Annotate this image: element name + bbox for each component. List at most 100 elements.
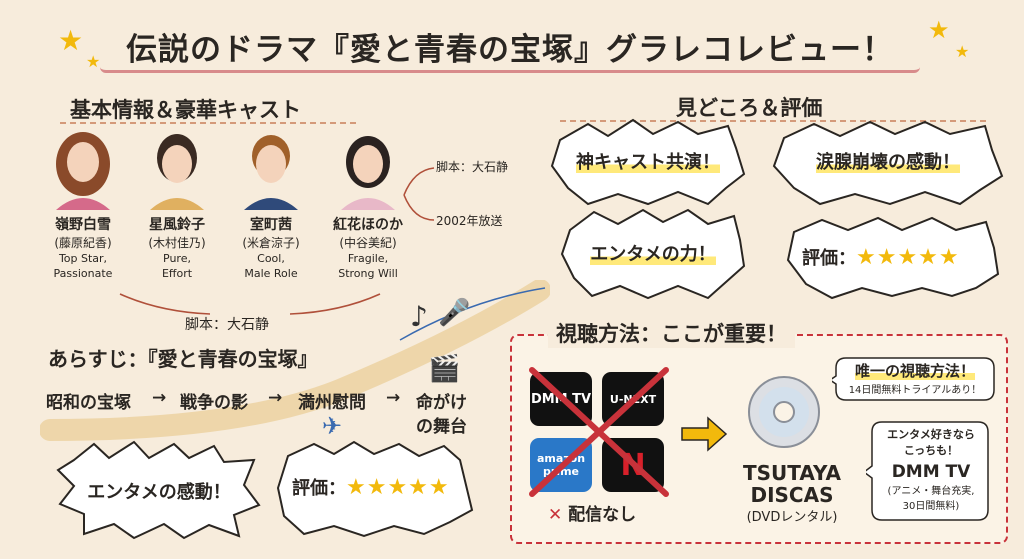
- highlight-text: 神キャスト共演！: [576, 152, 720, 173]
- x-icon: ✕: [548, 505, 563, 525]
- right-arrow-icon: [681, 416, 728, 452]
- outfit-shape: [244, 198, 298, 210]
- emotion-bubble: エンタメの感動！: [87, 482, 231, 503]
- clapperboard-icon: 🎬: [428, 354, 461, 384]
- cast-list: 嶺野白雪 (藤原紀香) Top Star, Passionate 星風鈴子 (木…: [38, 128, 418, 298]
- highlight-rating: 評価：★★★★★: [802, 244, 960, 270]
- cast-name: 紅花ほのか: [333, 217, 403, 233]
- cast-desc: Fragile,: [347, 252, 389, 265]
- cast-member: 星風鈴子 (木村佳乃) Pure, Effort: [132, 128, 222, 281]
- cast-desc: Cool,: [257, 252, 285, 265]
- only-method-text: 唯一の視聴方法！: [854, 362, 975, 380]
- alt-name: DMM TV: [891, 462, 971, 482]
- cast-actor: (米倉涼子): [242, 236, 300, 250]
- alt-bubble-shape: [866, 421, 989, 521]
- avatar: [244, 135, 298, 210]
- page-title: 伝説のドラマ『愛と青春の宝塚』グラレコレビュー！: [126, 32, 894, 68]
- flow-step: 昭和の宝塚: [46, 393, 131, 413]
- alt-service: エンタメ好きなら こっちも！ DMM TV (アニメ・舞台充実, 30日間無料): [872, 426, 990, 512]
- highlights-heading: 見どころ＆評価: [676, 96, 823, 120]
- branch-arrows: [403, 167, 435, 221]
- alt-desc: (アニメ・舞台充実,: [887, 486, 975, 497]
- no-stream-label: ✕ 配信なし: [548, 500, 636, 525]
- emotion-bubble-shape: [56, 440, 261, 540]
- flow-arrow: →: [386, 388, 401, 408]
- cast-desc: Top Star,: [58, 252, 108, 265]
- cast-name: 星風鈴子: [149, 217, 205, 233]
- rating-stars: ★★★★★: [856, 245, 960, 270]
- synopsis-flow: 昭和の宝塚 → 戦争の影 → 満州慰問 → 命がけ の舞台: [46, 388, 467, 438]
- script-bottom: 脚本：大石静: [185, 317, 269, 333]
- highlight-tears: 涙腺崩壊の感動！: [770, 148, 1006, 174]
- rating-stars: ★★★★★: [346, 475, 450, 500]
- divider: [60, 122, 360, 124]
- cast-actor: (木村佳乃): [148, 236, 206, 250]
- cast-actor: (藤原紀香): [54, 236, 112, 250]
- viewing-heading: 視聴方法：ここが重要！: [548, 318, 795, 348]
- face-shape: [353, 145, 383, 183]
- avatar: [341, 136, 395, 210]
- tsutaya-discas: TSUTAYA DISCAS (DVDレンタル): [722, 462, 862, 525]
- cast-desc: Strong Will: [338, 267, 398, 280]
- star-decoration-icon: ★: [955, 42, 970, 61]
- star-decoration-icon: ★: [86, 52, 101, 71]
- cast-desc: Effort: [161, 267, 193, 280]
- cross-out-icon: [529, 367, 669, 497]
- cast-member: 嶺野白雪 (藤原紀香) Top Star, Passionate: [38, 128, 128, 281]
- flow-step: 戦争の影: [180, 393, 248, 413]
- cast-name: 室町茜: [250, 217, 292, 233]
- flow-arrow: →: [268, 388, 283, 408]
- no-stream-text: 配信なし: [568, 505, 637, 525]
- synopsis-rating: 評価：★★★★★: [292, 474, 450, 500]
- cast-desc: Male Role: [244, 267, 298, 280]
- rating-label: 評価：: [802, 248, 856, 269]
- avatar: [56, 132, 110, 210]
- only-method: 唯一の視聴方法！ 14日間無料トライアルあり！: [840, 360, 990, 396]
- outfit-shape: [56, 198, 110, 210]
- face-shape: [67, 142, 99, 182]
- face-shape: [162, 145, 192, 183]
- trial-text: 14日間無料トライアルあり！: [848, 385, 982, 396]
- rating-label: 評価：: [292, 478, 346, 499]
- cast-actor: (中谷美紀): [339, 236, 397, 250]
- star-decoration-icon: ★: [58, 24, 84, 57]
- cast-desc: Passionate: [53, 267, 113, 280]
- cast-member: 紅花ほのか (中谷美紀) Fragile, Strong Will: [320, 128, 416, 281]
- flow-step: 満州慰問: [298, 393, 366, 413]
- golden-path: [40, 280, 550, 441]
- star-decoration-icon: ★: [928, 16, 950, 44]
- tsutaya-line1: TSUTAYA: [743, 461, 841, 485]
- alt-desc: 30日間無料): [902, 501, 960, 512]
- flow-step: 命がけ: [416, 393, 467, 413]
- basic-heading: 基本情報＆豪華キャスト: [70, 98, 301, 122]
- script-note: 脚本：大石静: [436, 160, 509, 174]
- tsutaya-sub: (DVDレンタル): [746, 510, 838, 525]
- airplane-icon: ✈: [322, 412, 343, 440]
- highlight-cast: 神キャスト共演！: [548, 148, 748, 174]
- broadcast-note: 2002年放送: [436, 214, 503, 228]
- tsutaya-line2: DISCAS: [750, 483, 834, 507]
- avatar: [150, 134, 204, 210]
- alt-intro: こっちも！: [903, 444, 959, 457]
- cast-name: 嶺野白雪: [55, 217, 111, 233]
- microphone-icon: 🎤: [438, 298, 471, 328]
- script-arrows: [119, 293, 381, 315]
- cast-desc: Pure,: [163, 252, 191, 265]
- outfit-shape: [341, 198, 395, 210]
- outfit-shape: [150, 198, 204, 210]
- flow-arrow: →: [152, 388, 167, 408]
- title-band: [100, 18, 920, 73]
- flow-step: の舞台: [416, 417, 467, 437]
- highlight-rating-bubble-shape: [786, 216, 1000, 300]
- music-note-icon: ♪: [410, 300, 428, 333]
- cast-member: 室町茜 (米倉涼子) Cool, Male Role: [226, 128, 316, 281]
- synopsis-rating-bubble-shape: [276, 440, 474, 538]
- divider: [560, 120, 990, 122]
- synopsis-heading: あらすじ：『愛と青春の宝塚』: [48, 347, 318, 371]
- highlight-text: 涙腺崩壊の感動！: [816, 152, 960, 173]
- highlight-text: エンタメの力！: [590, 244, 716, 265]
- dvd-disc-icon: [748, 376, 820, 448]
- highlight-entame: エンタメの力！: [558, 240, 748, 266]
- alt-intro: エンタメ好きなら: [887, 428, 975, 441]
- face-shape: [256, 145, 286, 183]
